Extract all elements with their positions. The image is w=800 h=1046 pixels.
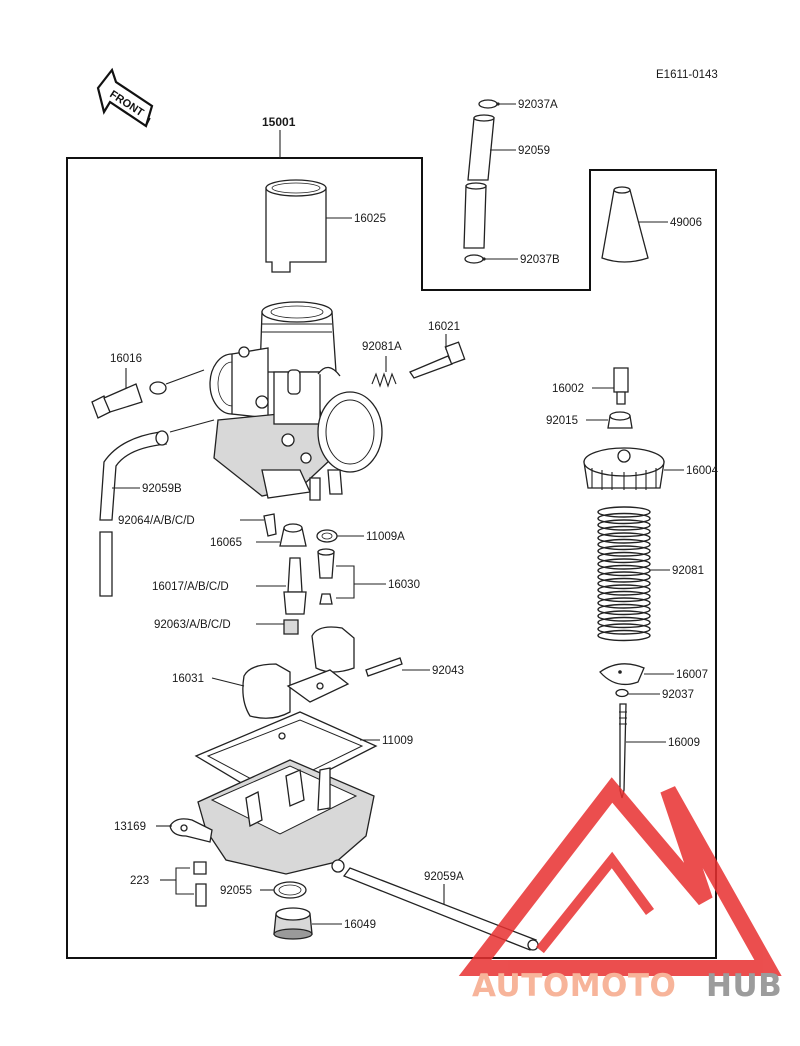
part-92059: 92059 [463, 114, 550, 249]
part-16007: 16007 [599, 663, 708, 686]
spring-coil [597, 558, 651, 570]
part-92063: 92063/A/B/C/D [154, 619, 299, 635]
label-16016: 16016 [110, 353, 142, 365]
label-92055: 92055 [220, 885, 252, 897]
spring-coil [597, 506, 651, 518]
diagram-code: E1611-0143 [656, 69, 718, 81]
part-11009: 11009 [194, 711, 413, 801]
label-16017: 16017/A/B/C/D [152, 581, 229, 593]
spring-coil [597, 538, 651, 551]
label-223: 223 [130, 875, 149, 887]
part-16065: 16065 [210, 523, 307, 549]
label-92081A: 92081A [362, 341, 402, 353]
label-92037: 92037 [662, 689, 694, 701]
spring-coil [597, 603, 651, 616]
part-13169: 13169 [114, 818, 213, 843]
watermark-text-automoto: AUTOMOTO [472, 968, 676, 1004]
label-92015: 92015 [546, 415, 578, 427]
label-16009: 16009 [668, 737, 700, 749]
spring-coil [597, 629, 651, 642]
spring-coil [597, 519, 651, 531]
label-92037B: 92037B [520, 254, 560, 266]
front-arrow-icon: FRONT [96, 67, 154, 128]
part-11009A: 11009A [316, 529, 405, 543]
label-16002: 16002 [552, 383, 584, 395]
spring-coil [597, 525, 651, 538]
label-92037A: 92037A [518, 99, 558, 111]
part-92015: 92015 [546, 411, 633, 429]
spring-coil [597, 590, 651, 603]
part-16017: 16017/A/B/C/D [152, 557, 307, 615]
label-92059A: 92059A [424, 871, 464, 883]
label-16007: 16007 [676, 669, 708, 681]
part-16049: 16049 [273, 907, 376, 940]
label-13169: 13169 [114, 821, 146, 833]
part-92037: 92037 [615, 688, 694, 701]
part-92037B: 92037B [464, 254, 560, 266]
spring-coil [597, 577, 651, 590]
assembly-frame [66, 157, 717, 959]
part-92059A: 92059A [342, 867, 539, 951]
watermark-logo [458, 777, 782, 976]
label-92043: 92043 [432, 665, 464, 677]
part-16030: 16030 [317, 548, 420, 605]
part-16021: 16021 [409, 321, 466, 379]
spring-coil [597, 597, 651, 609]
part-16009: 16009 [619, 703, 700, 799]
label-16004: 16004 [686, 465, 719, 477]
label-92063: 92063/A/B/C/D [154, 619, 231, 631]
part-223: 223 [130, 861, 207, 907]
label-16065: 16065 [210, 537, 242, 549]
spring-coil [597, 610, 651, 622]
part-16025: 16025 [265, 179, 386, 273]
spring-coil [597, 551, 651, 564]
label-11009A: 11009A [366, 531, 405, 543]
part-92081: 92081 [597, 506, 704, 642]
label-16031: 16031 [172, 673, 204, 685]
watermark-text-hub: HUB [706, 968, 782, 1004]
label-92059B: 92059B [142, 483, 182, 495]
spring-coil [597, 545, 651, 557]
label-11009: 11009 [382, 735, 413, 747]
float-bowl [197, 759, 375, 875]
part-16016: 16016 [91, 353, 205, 419]
label-16049: 16049 [344, 919, 376, 931]
label-49006: 49006 [670, 217, 702, 229]
part-49006: 49006 [601, 186, 702, 263]
label-92059: 92059 [518, 145, 550, 157]
label-92081: 92081 [672, 565, 704, 577]
spring-coil [597, 532, 651, 544]
label-92064: 92064/A/B/C/D [118, 515, 195, 527]
spring-coil [597, 571, 651, 583]
spring-coil [597, 584, 651, 596]
part-92064: 92064/A/B/C/D [118, 513, 277, 537]
carburetor-body [209, 301, 383, 501]
part-92043: 92043 [365, 657, 464, 677]
watermark-text: AUTOMOTO HUB [472, 968, 782, 1004]
label-16025: 16025 [354, 213, 386, 225]
spring-coil [597, 616, 651, 629]
part-92055: 92055 [220, 881, 307, 899]
spring-coil [597, 512, 651, 525]
part-92081A: 92081A [362, 341, 402, 388]
label-16021: 16021 [428, 321, 460, 333]
part-92059B: 92059B [99, 419, 215, 597]
part-16031: 16031 [172, 626, 355, 719]
label-16030: 16030 [388, 579, 420, 591]
part-16002: 16002 [552, 367, 629, 405]
part-92037A: 92037A [478, 99, 558, 111]
assembly-number: 15001 [262, 115, 296, 129]
spring-coil [597, 623, 651, 635]
part-16004: 16004 [583, 447, 719, 490]
